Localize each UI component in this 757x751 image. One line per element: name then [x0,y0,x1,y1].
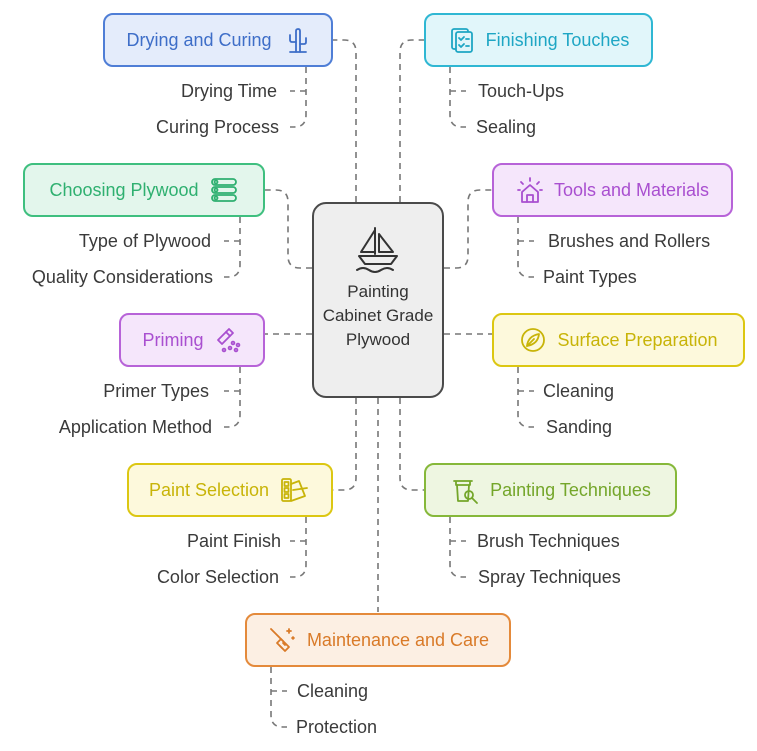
list-item: Spray Techniques [478,567,621,587]
list-item: Paint Finish [186,531,281,551]
center-node: Painting Cabinet Grade Plywood [312,202,444,398]
list-item: Brush Techniques [477,531,620,551]
topic-painting-techniques[interactable]: Painting Techniques [424,463,677,517]
list-item: Sealing [476,117,537,137]
list-item: Brushes and Rollers [548,231,711,251]
paint-bucket-icon [453,480,478,504]
topic-finishing-touches[interactable]: Finishing Touches [424,13,653,67]
spray-icon [216,328,240,353]
list-item: Paint Types [543,267,637,287]
center-title: Painting Cabinet Grade Plywood [322,282,434,349]
topic-tools-and-materials[interactable]: Tools and Materials [492,163,733,217]
list-item: Touch-Ups [478,81,565,101]
list-item: Protection [296,717,378,737]
topic-label: Surface Preparation [557,329,718,350]
list-item: Cleaning [297,681,369,701]
topic-drying-and-curing[interactable]: Drying and Curing [103,13,333,67]
topic-paint-selection[interactable]: Paint Selection [127,463,333,517]
list-item: Type of Plywood [78,231,211,251]
topic-label: Maintenance and Care [306,629,490,650]
topic-label: Priming [142,329,204,350]
topic-label: Drying and Curing [126,29,272,50]
topic-label: Tools and Materials [553,179,710,200]
list-item: Drying Time [180,81,277,101]
color-swatch-icon [281,478,308,502]
list-item: Primer Types [103,381,209,401]
topic-choosing-plywood[interactable]: Choosing Plywood [23,163,265,217]
leaf-circle-icon [521,328,546,352]
checklist-icon [450,28,473,53]
topic-label: Choosing Plywood [49,179,199,200]
cactus-icon [288,28,307,53]
topic-maintenance-and-care[interactable]: Maintenance and Care [245,613,511,667]
topic-priming[interactable]: Priming [119,313,265,367]
broom-icon [270,628,295,652]
list-item: Quality Considerations [31,267,213,287]
topic-surface-preparation[interactable]: Surface Preparation [492,313,745,367]
wood-logs-icon [210,178,237,202]
list-item: Color Selection [156,567,279,587]
list-item: Cleaning [543,381,615,401]
sailboat-icon [356,227,398,273]
house-sparkle-icon [517,177,543,203]
list-item: Sanding [546,417,613,437]
topic-label: Finishing Touches [485,29,630,50]
list-item: Application Method [58,417,212,437]
list-item: Curing Process [155,117,279,137]
topic-label: Paint Selection [148,479,270,500]
topic-label: Painting Techniques [490,479,651,500]
